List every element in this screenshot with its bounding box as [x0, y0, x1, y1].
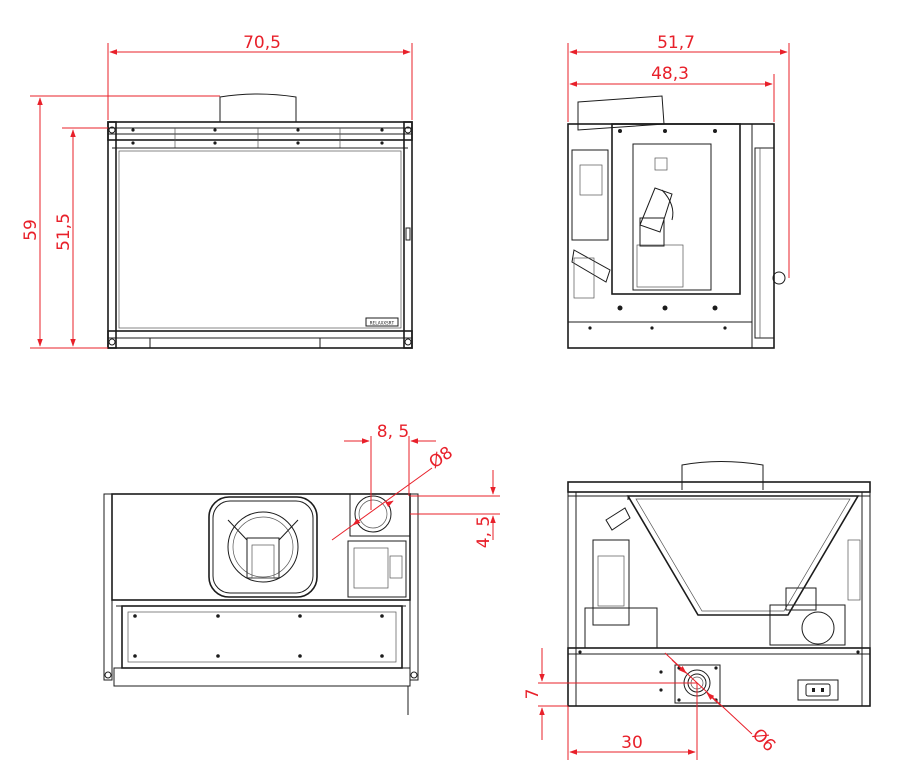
top-duct-diameter-dimension: Ø8: [425, 443, 456, 473]
rear-view: [567, 461, 871, 707]
top-duct-depth-dimension: 4, 5: [474, 516, 494, 548]
rear-inlet-offset-dimension: 30: [621, 733, 643, 753]
side-dimensions: 51,7 48,3: [567, 33, 790, 278]
side-view: [567, 95, 786, 349]
top-dimensions: 8, 5 Ø8 4, 5: [331, 422, 500, 548]
front-width-dimension: 70,5: [243, 33, 281, 53]
front-body-height-dimension: 51,5: [54, 213, 74, 251]
front-total-height-dimension: 59: [21, 219, 41, 241]
rear-inlet-diameter-dimension: Ø6: [748, 725, 779, 756]
side-body-depth-dimension: 48,3: [651, 64, 689, 84]
front-dimensions: 70,5 59 51,5: [21, 33, 413, 349]
nameplate-text: RELAXXSRT: [370, 321, 395, 327]
nameplate: [365, 317, 399, 327]
top-duct-offset-dimension: 8, 5: [377, 422, 409, 442]
top-view: [103, 493, 419, 715]
side-overall-depth-dimension: 51,7: [657, 33, 695, 53]
rear-inlet-height-dimension: 7: [523, 689, 543, 700]
rear-dimensions: 30 7 Ø6: [523, 648, 779, 760]
front-view: RELAXXSRT: [107, 93, 413, 349]
power-socket: [797, 679, 839, 701]
